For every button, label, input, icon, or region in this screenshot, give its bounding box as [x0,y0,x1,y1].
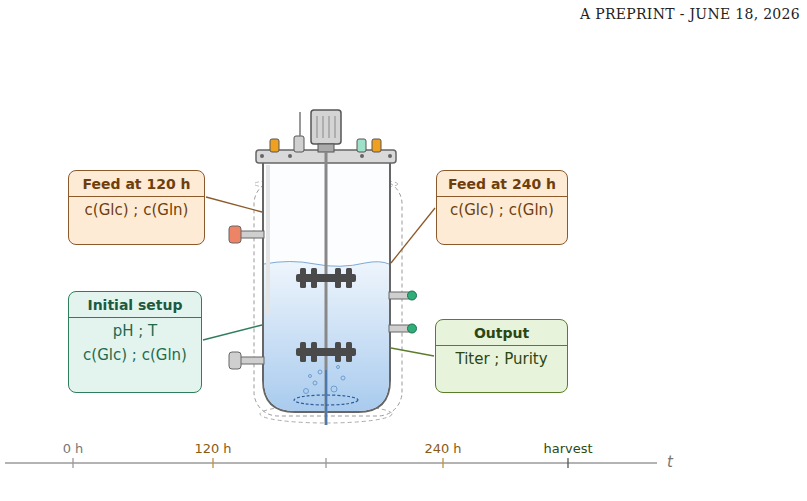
callout-body: c(Glc) ; c(Gln) [69,197,204,221]
leader-line [391,208,435,263]
impeller [296,268,356,362]
callout-body: c(Glc) ; c(Gln) [437,197,567,221]
callout-heading: Feed at 240 h [437,171,567,197]
feed-callout: Feed at 120 hc(Glc) ; c(Gln) [68,170,205,245]
time-label: 120 h [194,441,231,456]
leader-line [203,325,262,340]
feed-port [229,226,241,243]
time-axis [5,462,657,463]
time-label: harvest [543,441,592,456]
sensor-port [408,291,417,300]
time-label: 0 h [63,441,84,456]
axis-label: t [667,453,673,471]
feed-callout: Feed at 240 hc(Glc) ; c(Gln) [436,170,568,245]
drain-port [229,352,241,369]
output-callout: OutputTiter ; Purity [435,319,568,393]
sensor-port [408,324,417,333]
callout-heading: Initial setup [69,292,201,318]
callout-body: Titer ; Purity [436,346,567,370]
leader-line [391,348,434,356]
leader-line [206,197,262,212]
motor [311,110,341,144]
time-label: 240 h [424,441,461,456]
page-header: A PREPRINT - JUNE 18, 2026 [580,6,800,22]
callout-heading: Output [436,320,567,346]
callout-heading: Feed at 120 h [69,171,204,197]
callout-body: pH ; T [69,318,201,342]
callout-body: c(Glc) ; c(Gln) [69,342,201,366]
shaft [325,152,328,425]
sparger [294,395,358,405]
setup-callout: Initial setuppH ; Tc(Glc) ; c(Gln) [68,291,202,393]
